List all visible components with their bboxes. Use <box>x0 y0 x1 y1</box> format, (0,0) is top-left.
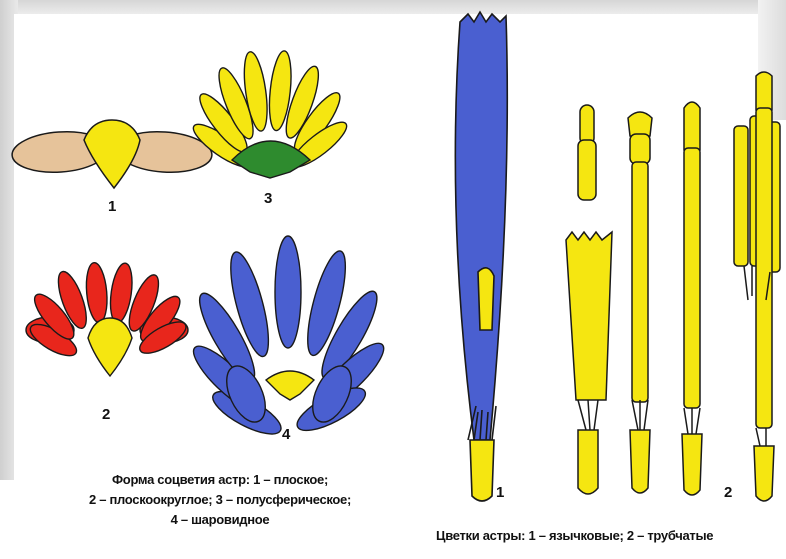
label-tubular-number: 2 <box>724 484 732 501</box>
caption-line-1: Форма соцветия астр: 1 – плоское; <box>20 470 420 490</box>
inflorescence-spherical <box>186 236 392 442</box>
tubular-floret-a <box>566 105 612 494</box>
inflorescence-flat-round <box>26 262 190 376</box>
caption-floret-types: Цветки астры: 1 – язычковые; 2 – трубчат… <box>436 526 786 546</box>
ligulate-floret <box>455 12 507 501</box>
tubular-floret-b <box>628 112 652 493</box>
caption-line-2: 2 – плоскоокруглое; 3 – полусферическое; <box>20 490 420 510</box>
caption-line-3: 4 – шаровидное <box>20 510 420 530</box>
label-ligulate-number: 1 <box>496 484 504 501</box>
inflorescence-flat <box>11 120 214 188</box>
label-spherical-number: 4 <box>282 426 290 443</box>
label-flat-round-number: 2 <box>102 406 110 423</box>
label-flat-number: 1 <box>108 198 116 215</box>
inflorescence-hemispherical <box>188 50 352 178</box>
caption-inflorescence-forms: Форма соцветия астр: 1 – плоское; 2 – пл… <box>20 470 420 530</box>
label-hemispherical-number: 3 <box>264 190 272 207</box>
tubular-floret-d <box>734 72 780 501</box>
tubular-floret-c <box>682 102 702 495</box>
